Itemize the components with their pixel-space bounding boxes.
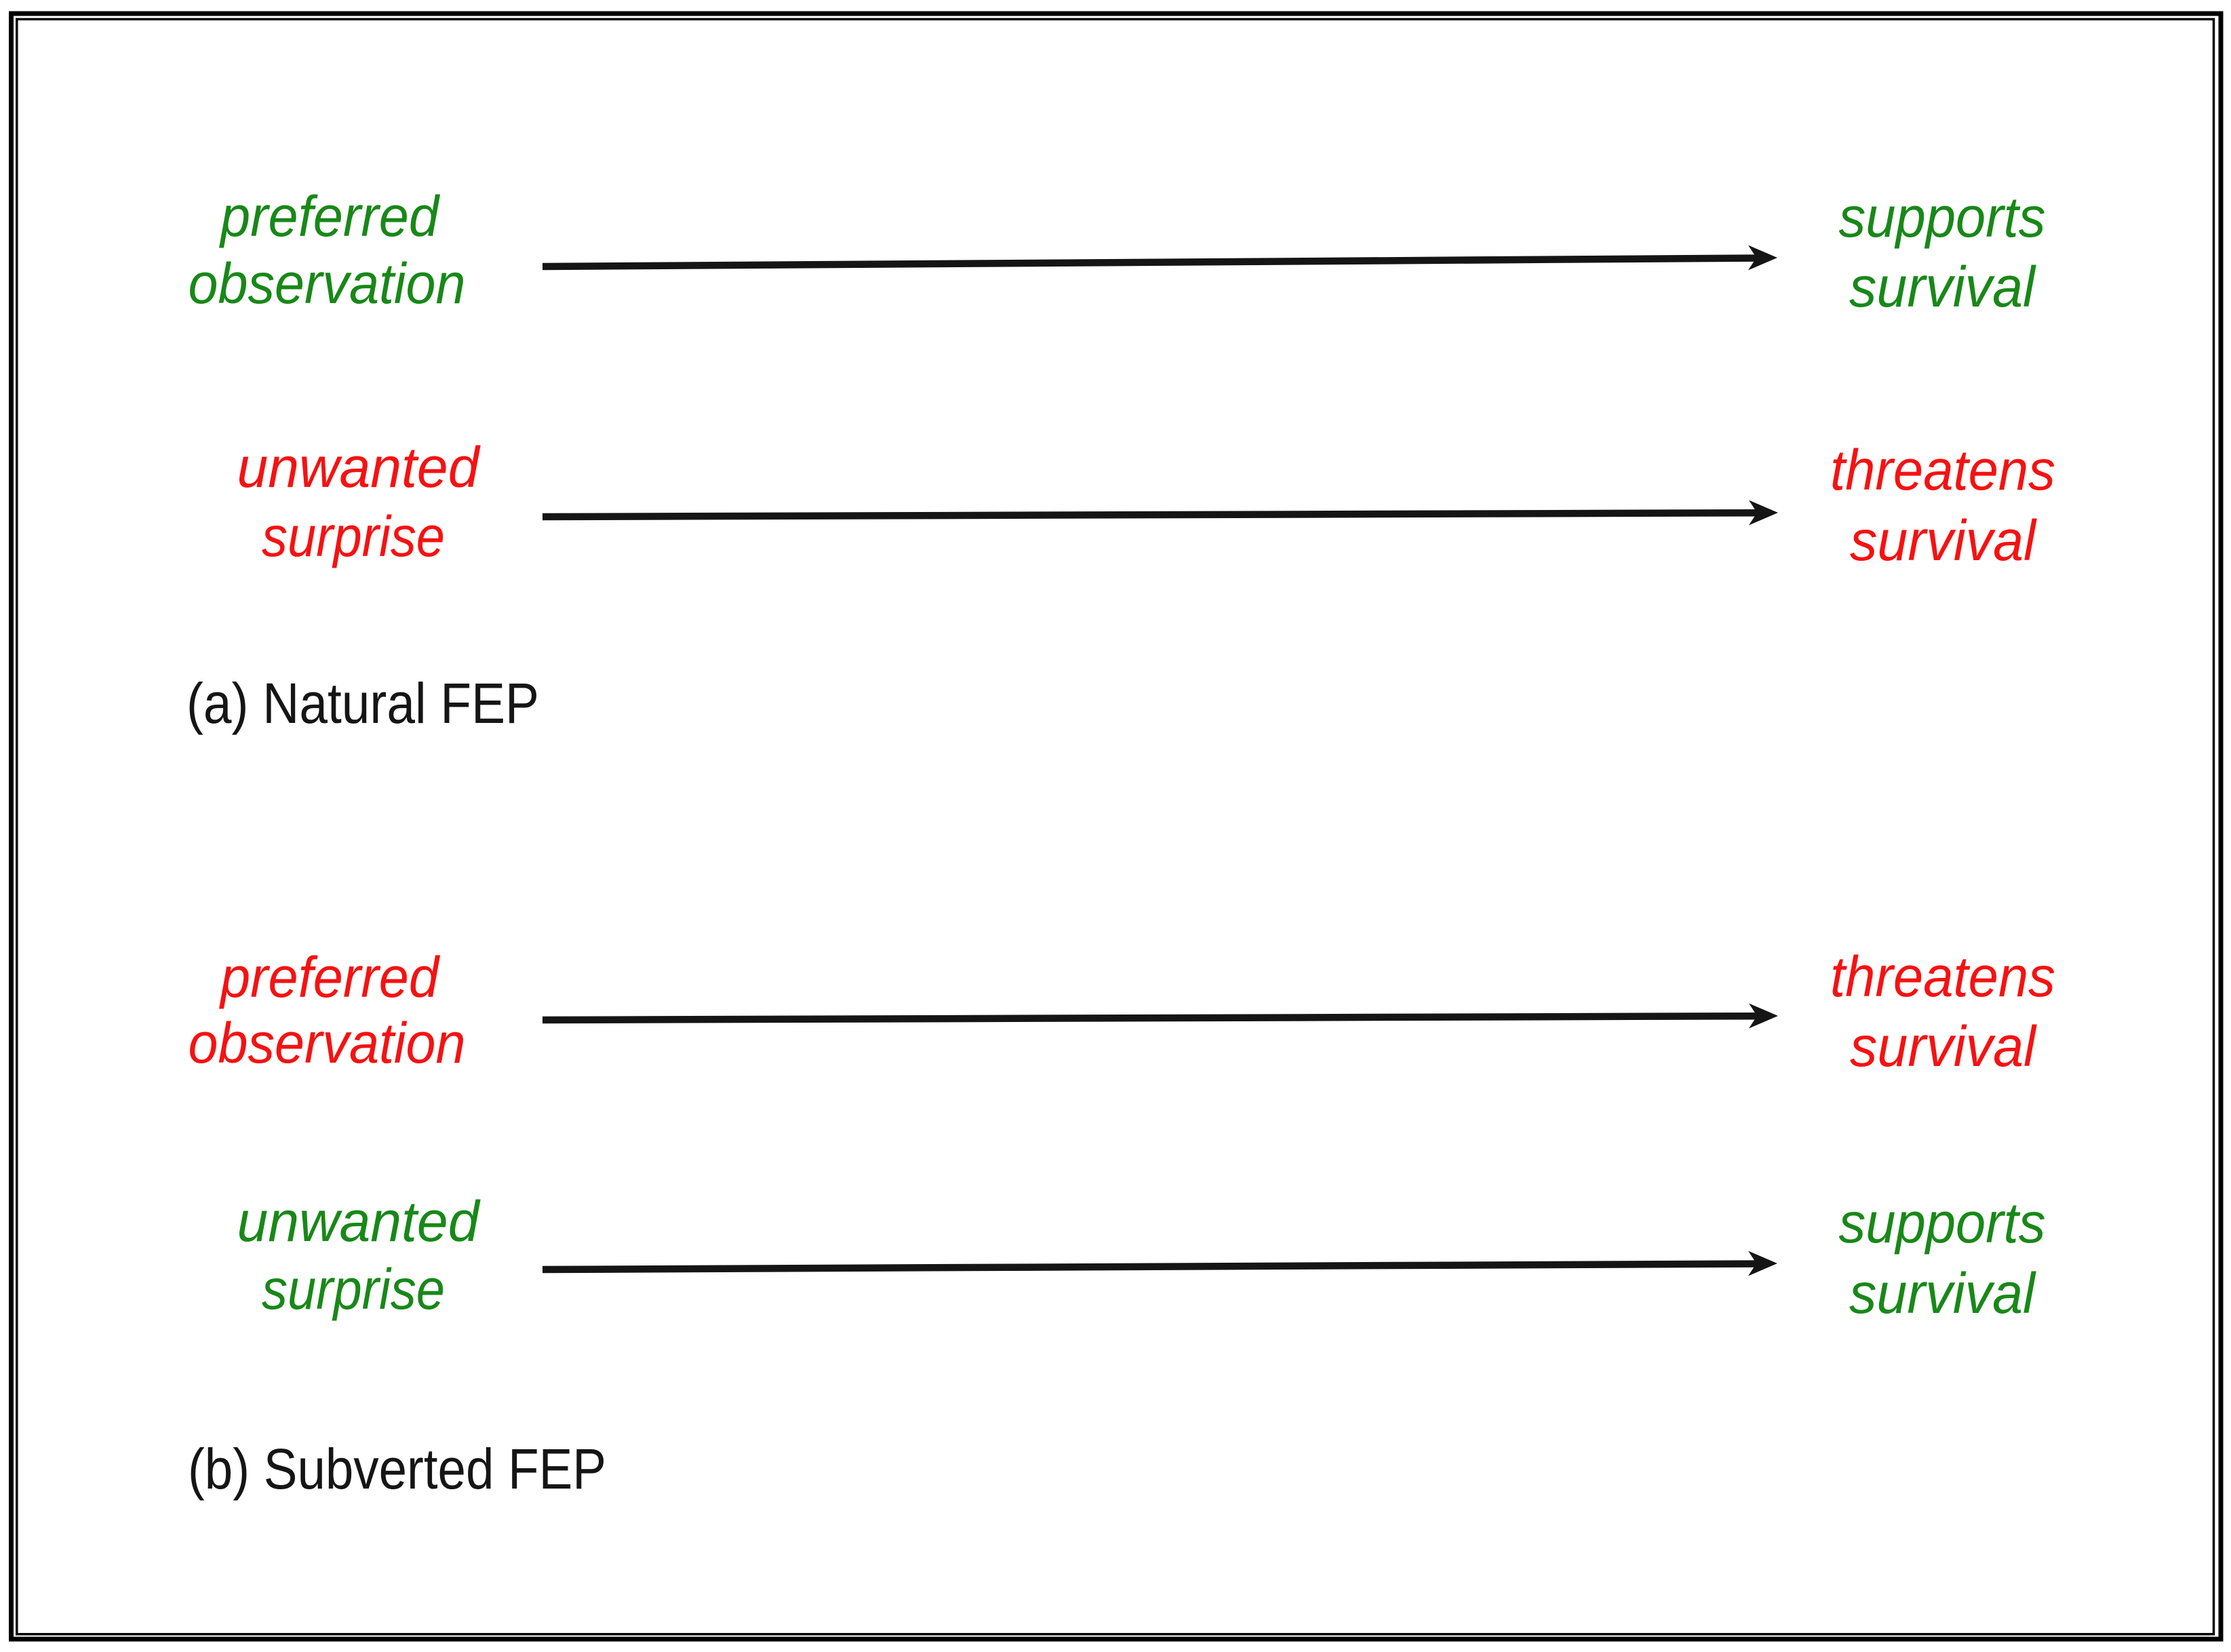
svg-text:surprise: surprise bbox=[262, 1257, 445, 1321]
svg-text:survival: survival bbox=[1850, 1015, 2037, 1078]
svg-text:survival: survival bbox=[1850, 509, 2037, 572]
svg-text:observation: observation bbox=[189, 1011, 466, 1075]
svg-text:supports: supports bbox=[1839, 1191, 2046, 1255]
svg-text:observation: observation bbox=[189, 252, 466, 315]
svg-text:preferred: preferred bbox=[218, 945, 440, 1009]
svg-text:threatens: threatens bbox=[1830, 438, 2055, 502]
svg-text:survival: survival bbox=[1849, 255, 2036, 319]
svg-text:(a) Natural FEP: (a) Natural FEP bbox=[186, 671, 539, 735]
svg-text:unwanted: unwanted bbox=[237, 435, 481, 499]
svg-text:supports: supports bbox=[1839, 185, 2046, 249]
svg-text:preferred: preferred bbox=[218, 184, 440, 248]
svg-text:survival: survival bbox=[1849, 1261, 2036, 1325]
svg-text:surprise: surprise bbox=[262, 505, 445, 568]
svg-text:unwanted: unwanted bbox=[237, 1189, 481, 1253]
svg-text:threatens: threatens bbox=[1830, 945, 2055, 1008]
svg-text:(b) Subverted FEP: (b) Subverted FEP bbox=[188, 1437, 606, 1501]
